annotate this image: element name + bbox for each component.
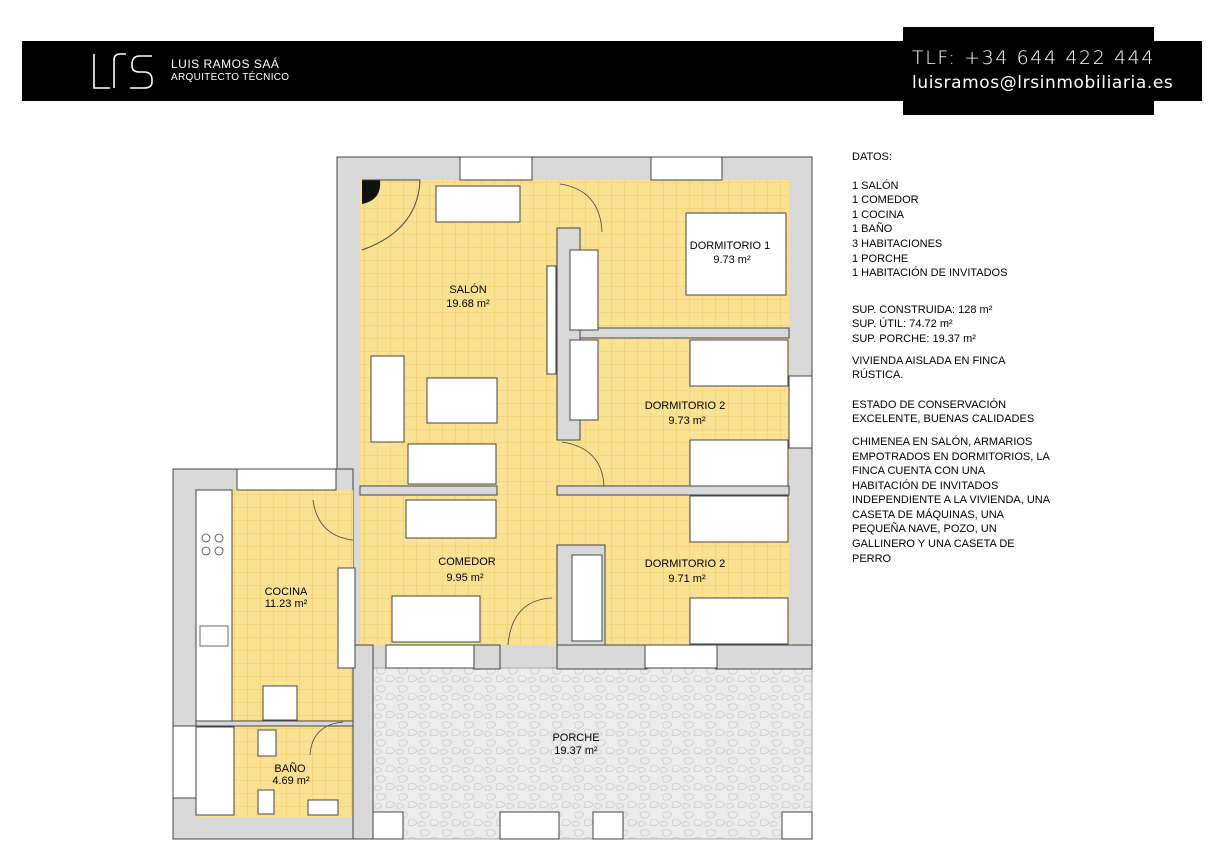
sink [307,799,339,816]
room-area-porche: 19.37 m² [554,745,598,757]
sofa [435,185,521,223]
furniture [195,185,789,816]
features: CHIMENEA EN SALÓN, ARMARIOS EMPOTRADOS E… [852,435,1051,565]
bathtub [195,726,235,816]
room-area-dormitorio2b: 9.71 m² [668,573,706,585]
email-address[interactable]: luisramos@lrsinmobiliaria.es [912,73,1174,93]
rooms-list: 1 SALÓN 1 COMEDOR 1 COCINA 1 BAÑO 3 HABI… [852,179,1008,280]
room-area-comedor: 9.95 m² [446,572,484,584]
wardrobe-2 [569,339,599,421]
fridge [262,685,298,721]
room-name-dormitorio2b: DORMITORIO 2 [645,558,725,570]
sofa-bottom [407,443,497,485]
room-name-dormitorio1: DORMITORIO 1 [690,240,770,252]
room-area-bano: 4.69 m² [272,775,310,787]
contact-box [903,27,1154,115]
dining-table [391,595,481,643]
kitchen-counter [195,489,233,722]
room-name-dormitorio2a: DORMITORIO 2 [645,400,725,412]
condition: ESTADO DE CONSERVACIÓN EXCELENTE, BUENAS… [852,398,1035,426]
wardrobe-3 [571,554,603,642]
property-details: DATOS: 1 SALÓN 1 COMEDOR 1 COCINA 1 BAÑO… [852,150,1082,566]
washbasin [257,729,277,757]
bed-2a [689,339,789,387]
fireplace-icon [362,180,381,204]
sofa-left [370,355,405,443]
room-name-salon: SALÓN [449,283,486,296]
bed-1 [685,212,787,296]
room-name-comedor: COMEDOR [438,556,496,568]
property-type: VIVIENDA AISLADA EN FINCA RÚSTICA. [852,354,1006,382]
bed-3a [689,495,789,543]
tv-unit [546,265,557,375]
porch-pillars [372,811,813,840]
room-area-dormitorio2a: 9.73 m² [668,415,706,427]
brand-name: LUIS RAMOS SAÁ [171,57,280,71]
room-area-cocina: 11.23 m² [265,598,308,610]
details-title: DATOS: [852,151,892,163]
phone-number[interactable]: TLF: +34 644 422 444 [912,47,1156,69]
bed-3b [689,597,789,645]
room-area-salon: 19.68 m² [446,298,490,310]
sofa-comedor [405,499,497,539]
windows [172,156,813,799]
room-name-cocina: COCINA [265,586,308,598]
bed-2b [689,439,789,487]
toilet [257,789,275,815]
lrs-logo-icon [93,53,153,89]
surfaces: SUP. CONSTRUIDA: 128 m² SUP. ÚTIL: 74.72… [852,303,993,345]
room-area-dormitorio1: 9.73 m² [713,254,751,266]
wardrobe-1 [569,249,599,331]
coffee-table [426,377,498,424]
porch-floor [372,667,813,840]
brand-subtitle: ARQUITECTO TÉCNICO [171,72,290,83]
floor-plan: SALÓN 19.68 m² DORMITORIO 1 9.73 m² DORM… [172,156,813,840]
room-name-bano: BAÑO [274,762,306,775]
kitchen-island [337,567,356,669]
room-name-porche: PORCHE [552,732,599,744]
